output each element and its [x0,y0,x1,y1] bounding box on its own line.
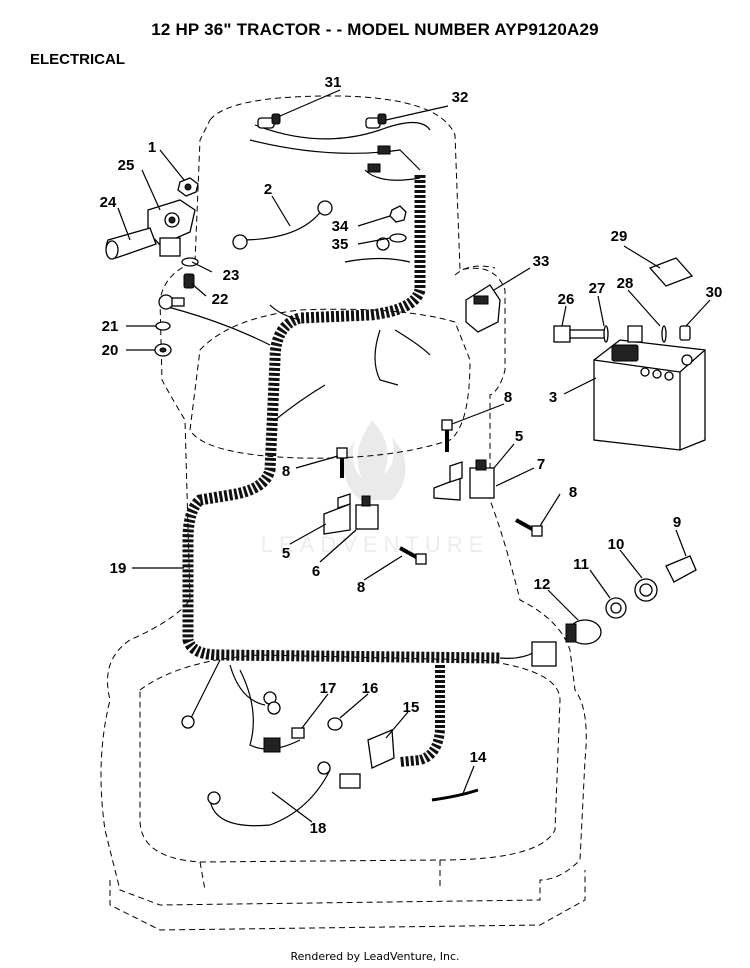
callout-34: 34 [332,218,349,235]
callout-11: 11 [573,556,589,573]
footer-credit: Rendered by LeadVenture, Inc. [290,950,460,963]
callout-35: 35 [332,236,349,253]
callout-7: 7 [537,456,545,473]
callout-15: 15 [403,699,420,716]
callout-9: 9 [673,514,681,531]
watermark: LEADVENTURE [261,420,490,557]
bolt-8-a [336,447,348,478]
battery-cable-clip [627,325,643,343]
leader-lines [117,89,711,823]
callout-30: 30 [706,284,723,301]
bolt-8-c [399,546,427,565]
bolt-8-b [441,419,453,452]
callout-8-c: 8 [357,579,365,596]
callout-17: 17 [320,680,337,697]
page-title: 12 HP 36" TRACTOR - - MODEL NUMBER AYP91… [151,20,599,39]
ignition-switch [565,619,602,645]
terminal-cover-29 [648,257,694,287]
cable-tie [431,788,479,802]
ring-terminal-left [158,294,185,310]
callouts: 31 32 1 25 24 2 23 22 21 20 34 35 33 29 … [100,74,723,837]
fuse-17 [263,727,305,753]
callout-22: 22 [212,291,229,308]
callout-29: 29 [611,228,628,245]
terminal-boot [105,227,157,260]
callout-32: 32 [452,89,469,106]
bolt-26 [553,325,607,343]
callout-14: 14 [470,749,487,766]
nut-20 [154,343,172,357]
callout-12: 12 [534,576,551,593]
wires [159,121,536,827]
washer-23 [181,257,199,267]
mounting-nut-11 [605,597,627,619]
interlock-switch-5-right [469,459,495,499]
callout-8-d: 8 [569,484,577,501]
callout-10: 10 [608,536,625,553]
washer-28 [661,325,667,343]
washer-27 [603,325,609,343]
callout-23: 23 [223,267,240,284]
callout-27: 27 [589,280,606,297]
bolt-8-d [515,518,543,537]
key-9 [665,555,697,583]
interlock-switch-5-left [355,495,379,530]
callout-21: 21 [102,318,119,335]
battery [593,339,706,451]
callout-16: 16 [362,680,379,697]
callout-2: 2 [264,181,272,198]
lockwasher-21 [155,321,171,331]
callout-25: 25 [118,157,135,174]
washer-35 [376,233,407,251]
harness-plug [531,641,557,667]
callout-31: 31 [325,74,342,91]
watermark-text: LEADVENTURE [261,532,490,557]
switch-33 [465,284,501,333]
callout-1: 1 [148,139,156,156]
callout-5-right: 5 [515,428,523,445]
callout-3: 3 [549,389,557,406]
nut-34 [389,205,407,223]
bracket-right [433,461,463,501]
spark-plug-wire [257,113,281,129]
callout-28: 28 [617,275,634,292]
switch-15 [339,729,395,789]
nut-16 [327,717,343,731]
screw-22 [183,273,195,289]
coiled-harness [182,175,501,767]
callout-20: 20 [102,342,119,359]
bracket-left [323,493,351,535]
callout-8-a: 8 [282,463,290,480]
nut-30 [679,325,691,341]
solenoid [147,199,196,257]
ground-wire [232,200,333,250]
section-label: ELECTRICAL [30,51,125,68]
callout-8-b: 8 [504,389,512,406]
callout-18: 18 [310,820,327,837]
bezel-10 [634,578,658,602]
callout-6: 6 [312,563,320,580]
callout-5-left: 5 [282,545,290,562]
ring-terminals-lower [181,691,331,805]
callout-19: 19 [110,560,127,577]
wire-connector-32 [365,113,391,173]
callout-33: 33 [533,253,550,270]
nut-1 [177,177,199,197]
callout-24: 24 [100,194,117,211]
callout-26: 26 [558,291,575,308]
